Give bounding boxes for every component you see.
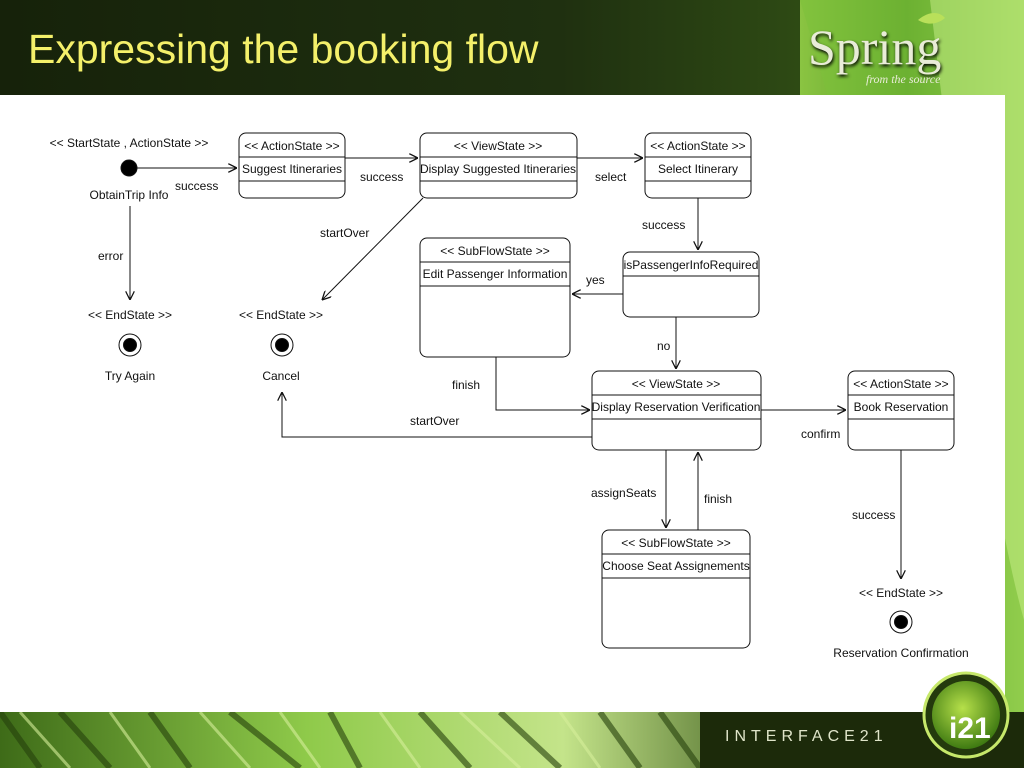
label-seat-finish: finish <box>704 492 732 506</box>
label-verify-confirm: confirm <box>801 427 840 441</box>
spring-logo-tagline: from the source <box>866 72 941 86</box>
label-display-startover: startOver <box>320 226 369 240</box>
confirmation-name: Reservation Confirmation <box>833 646 968 660</box>
start-state-stereotype: << StartState , ActionState >> <box>50 136 209 150</box>
state-choose-seat-assignements <box>601 529 751 649</box>
transition-verify-startover <box>282 392 592 438</box>
display-name: Display Suggested Itineraries <box>420 162 576 176</box>
label-book-success: success <box>852 508 895 522</box>
label-decision-no: no <box>657 339 671 353</box>
transition-display-startover <box>322 197 424 300</box>
state-display-suggested-itineraries <box>419 132 578 199</box>
end-state-try-again <box>118 333 142 357</box>
label-display-select: select <box>595 170 627 184</box>
label-start-error: error <box>98 249 123 263</box>
state-is-passenger-info-required <box>622 251 760 318</box>
start-state-name: ObtainTrip Info <box>90 188 169 202</box>
state-suggest-itineraries <box>238 132 346 199</box>
label-select-success: success <box>642 218 685 232</box>
seat-name: Choose Seat Assignements <box>602 559 749 573</box>
passenger-name: Edit Passenger Information <box>423 267 568 281</box>
start-state-dot <box>120 159 138 177</box>
label-start-success: success <box>175 179 218 193</box>
end-state-reservation-confirmation <box>889 610 913 634</box>
end-state-cancel <box>270 333 294 357</box>
cancel-name: Cancel <box>262 369 299 383</box>
label-passenger-finish: finish <box>452 378 480 392</box>
spring-logo: Spring <box>808 19 942 75</box>
verify-name: Display Reservation Verification <box>592 400 761 414</box>
try-again-stereotype: << EndState >> <box>88 308 172 322</box>
transition-passenger-finish <box>495 357 590 410</box>
select-stereotype: << ActionState >> <box>650 139 745 153</box>
suggest-name: Suggest Itineraries <box>242 162 342 176</box>
decision-name: isPassengerInfoRequired <box>624 258 759 272</box>
passenger-stereotype: << SubFlowState >> <box>440 244 549 258</box>
suggest-stereotype: << ActionState >> <box>244 139 339 153</box>
confirmation-stereotype: << EndState >> <box>859 586 943 600</box>
select-name: Select Itinerary <box>658 162 738 176</box>
try-again-name: Try Again <box>105 369 155 383</box>
label-decision-yes: yes <box>586 273 605 287</box>
label-verify-startover: startOver <box>410 414 459 428</box>
label-verify-assign-seats: assignSeats <box>591 486 656 500</box>
book-name: Book Reservation <box>854 400 949 414</box>
interface21-brand: INTERFACE21 <box>725 728 888 745</box>
label-suggest-success: success <box>360 170 403 184</box>
i21-badge: i21 <box>949 712 991 745</box>
state-edit-passenger-information <box>419 237 571 358</box>
seat-stereotype: << SubFlowState >> <box>621 536 730 550</box>
slide-title: Expressing the booking flow <box>28 26 539 72</box>
book-stereotype: << ActionState >> <box>853 377 948 391</box>
cancel-stereotype: << EndState >> <box>239 308 323 322</box>
display-stereotype: << ViewState >> <box>454 139 543 153</box>
verify-stereotype: << ViewState >> <box>632 377 721 391</box>
